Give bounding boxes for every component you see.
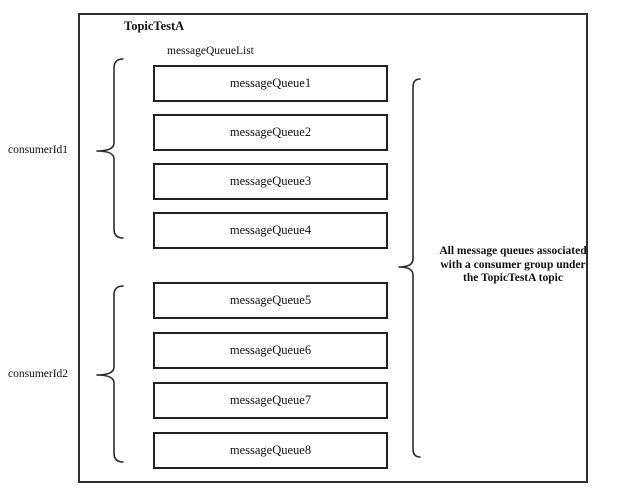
queue-box-label: messageQueue2 xyxy=(229,125,312,139)
annotation-line-2: with a consumer group under xyxy=(440,258,586,271)
consumer-group-2-label: consumerId2 xyxy=(8,368,69,380)
queue-box-3: messageQueue3 xyxy=(153,163,388,200)
queue-box-label: messageQueue4 xyxy=(229,223,312,237)
queue-box-5: messageQueue5 xyxy=(153,282,388,319)
queue-box-8: messageQueue8 xyxy=(153,432,388,469)
annotation-line-3: the TopicTestA topic xyxy=(463,272,563,284)
topic-title: TopicTestA xyxy=(124,19,185,33)
queue-box-1: messageQueue1 xyxy=(153,65,388,102)
queue-box-label: messageQueue6 xyxy=(229,343,312,357)
queue-box-label: messageQueue1 xyxy=(229,76,312,90)
annotation-line-1: All message queues associated xyxy=(439,245,587,257)
message-queue-list-label: messageQueueList xyxy=(167,45,254,57)
queue-box-6: messageQueue6 xyxy=(153,332,388,369)
queue-box-label: messageQueue3 xyxy=(229,174,312,188)
queue-box-label: messageQueue5 xyxy=(229,293,312,307)
queue-box-label: messageQueue8 xyxy=(229,443,312,457)
queue-box-label: messageQueue7 xyxy=(229,393,312,407)
queue-box-2: messageQueue2 xyxy=(153,114,388,151)
annotation-text: All message queues associated with a con… xyxy=(433,245,593,286)
consumer-group-1-label: consumerId1 xyxy=(8,144,69,156)
queue-box-7: messageQueue7 xyxy=(153,382,388,419)
queue-box-4: messageQueue4 xyxy=(153,212,388,249)
